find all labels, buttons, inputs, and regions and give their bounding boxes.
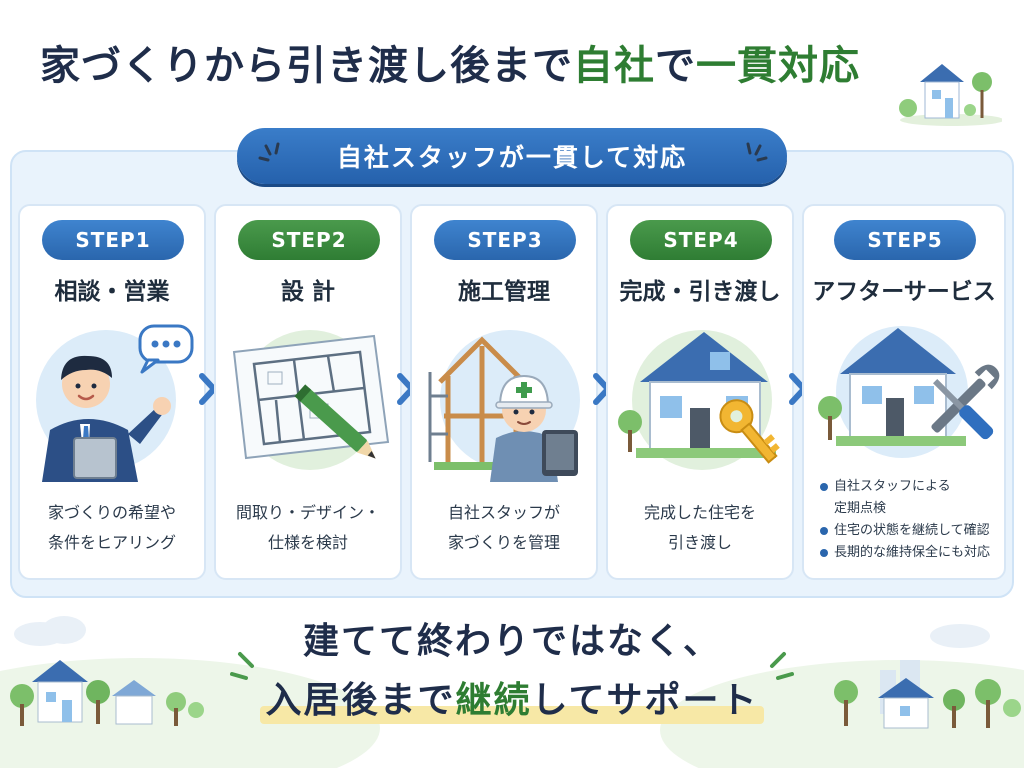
bullet-text-continued: 定期点検 (834, 501, 887, 516)
headline-part-3: で (655, 43, 696, 89)
construction-manager-illustration (428, 330, 580, 482)
step-title-1: 相談・営業 (54, 279, 170, 305)
step-title-2: 設 計 (280, 279, 335, 305)
step-label-3: STEP3 (434, 220, 576, 260)
step-title-5: アフターサービス (812, 279, 996, 305)
closing-line-2c: してサポート (531, 680, 759, 721)
corner-house-illustration (899, 64, 1002, 126)
bullet-dot (820, 527, 828, 535)
step-desc-1: 家づくりの希望や 条件をヒアリング (20, 498, 204, 558)
step-label-5: STEP5 (834, 220, 976, 260)
after-service-illustration (818, 326, 1000, 458)
step-desc-line: 仕様を検討 (267, 533, 348, 552)
step-card-1: STEP1 相談・営業 家づくりの希望や 条件をヒアリング (18, 204, 206, 580)
step-title-3: 施工管理 (458, 279, 550, 305)
bullet-text: 自社スタッフによる (834, 479, 951, 494)
bullet-item: 長期的な維持保全にも対応 (820, 542, 990, 564)
closing-line-1: 建てて終わりではなく、 (302, 621, 721, 662)
step-label-4: STEP4 (630, 220, 772, 260)
chat-bubble-icon (138, 324, 194, 374)
sparkle-icon (746, 142, 768, 162)
headline-part-2: 自社 (573, 43, 655, 89)
screwdriver-icon (933, 379, 994, 440)
step-card-3: STEP3 施工管理 (410, 204, 598, 580)
step-desc-line: 間取り・デザイン・ (235, 503, 380, 522)
sparkle-icon (258, 142, 280, 162)
banner: 自社スタッフが一貫して対応 (237, 128, 787, 184)
step-desc-line: 自社スタッフが (447, 503, 560, 522)
step-label-2: STEP2 (238, 220, 380, 260)
completed-house-illustration (618, 330, 780, 470)
step-desc-line: 条件をヒアリング (47, 533, 176, 552)
bullet-dot (820, 483, 828, 491)
key-icon (719, 399, 780, 464)
bullet-item: 自社スタッフによる (820, 476, 990, 498)
step-desc-line: 完成した住宅を (643, 503, 756, 522)
step-desc-line: 家づくりの希望や (47, 503, 176, 522)
headline-underline (40, 94, 870, 102)
step-desc-2: 間取り・デザイン・ 仕様を検討 (216, 498, 400, 558)
step-desc-line: 家づくりを管理 (447, 533, 560, 552)
closing-highlight (259, 706, 765, 724)
footer-scenery (0, 616, 1024, 768)
step-desc-3: 自社スタッフが 家づくりを管理 (412, 498, 596, 558)
helmet-icon (495, 374, 553, 409)
step-desc-4: 完成した住宅を 引き渡し (608, 498, 792, 558)
closing-message: 建てて終わりではなく、 入居後まで継続してサポート (0, 618, 1024, 726)
step-card-2: STEP2 設 計 間取り・デザイン・ 仕様を検討 (214, 204, 402, 580)
bullet-text: 住宅の状態を継続して確認 (834, 523, 990, 538)
step-label-1: STEP1 (42, 220, 184, 260)
step-title-4: 完成・引き渡し (619, 279, 781, 305)
step-card-4: STEP4 完成・引き渡し 完成した住宅を 引き渡し (606, 204, 794, 580)
closing-line-2a: 入居後まで (265, 680, 456, 721)
floor-plan-illustration (232, 330, 390, 470)
closing-line-2b: 継続 (455, 680, 532, 721)
bullet-item: 住宅の状態を継続して確認 (820, 520, 990, 542)
headline: 家づくりから引き渡し後まで自社で一貫対応 (40, 38, 900, 102)
pencil-icon (294, 384, 376, 459)
banner-text: 自社スタッフが一貫して対応 (336, 143, 688, 172)
headline-part-4: 一貫対応 (696, 43, 860, 89)
bullet-text: 長期的な維持保全にも対応 (834, 545, 991, 560)
headline-part-1: 家づくりから引き渡し後まで (40, 43, 573, 89)
bullet-dot (820, 549, 828, 557)
consultant-illustration (36, 324, 194, 482)
step-card-5: STEP5 アフターサービス 自社スタッフによる 定期点検 住宅の状態を継続して… (802, 204, 1006, 580)
step-desc-line: 引き渡し (667, 533, 732, 552)
after-service-bullets: 自社スタッフによる 定期点検 住宅の状態を継続して確認 長期的な維持保全にも対応 (820, 476, 990, 564)
closing-line-2: 入居後まで継続してサポート (259, 676, 765, 726)
